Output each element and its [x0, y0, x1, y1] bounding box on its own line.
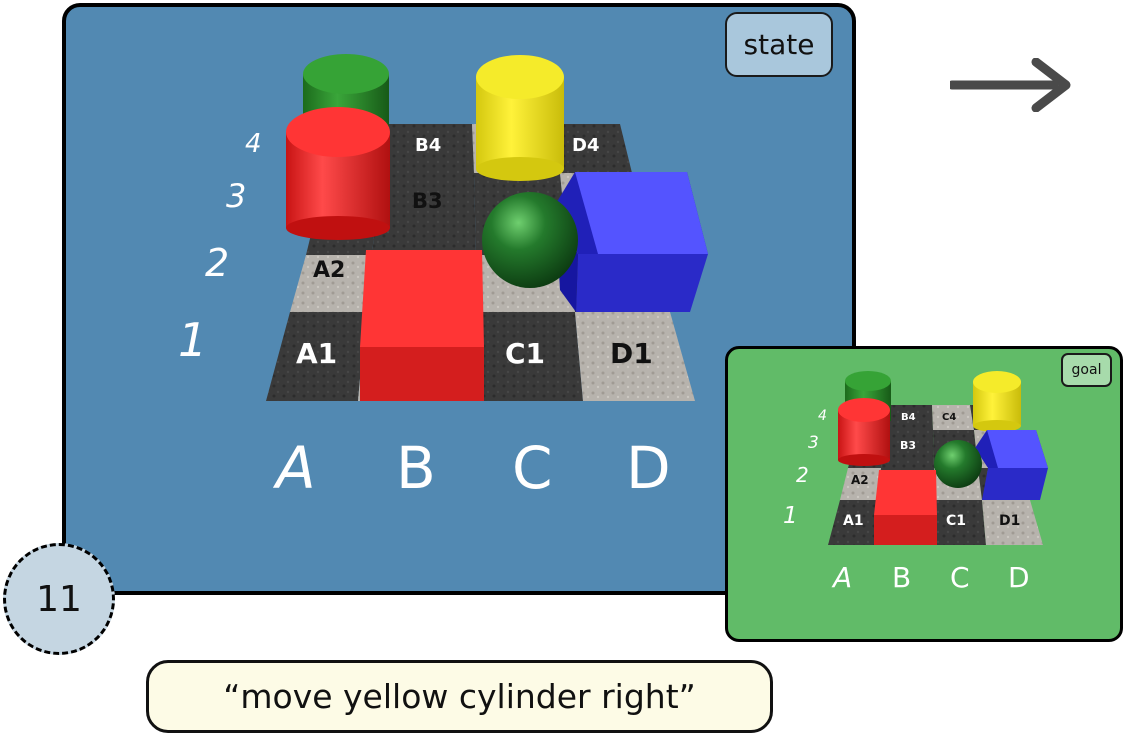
red-cylinder	[838, 398, 890, 466]
state-board: A1 C1 D1 A2 B3 B4 D4	[178, 54, 708, 502]
cell-a2	[290, 255, 372, 312]
red-cylinder	[286, 107, 390, 240]
cell-label: B4	[415, 135, 441, 156]
state-badge: state	[725, 12, 833, 77]
cell-label: C4	[942, 412, 956, 423]
red-cube	[874, 470, 937, 545]
cell-label: A2	[313, 258, 345, 283]
cell-label: A1	[843, 513, 864, 529]
cell-label: D1	[610, 337, 653, 370]
goal-badge: goal	[1061, 353, 1112, 387]
cell-d4	[552, 124, 632, 173]
column-label: B	[892, 561, 911, 594]
step-number-badge: 11	[3, 543, 115, 655]
cell-label: C1	[505, 337, 545, 370]
cell-label: B4	[901, 412, 916, 423]
cell-label: B3	[412, 189, 443, 213]
row-label: 1	[783, 503, 798, 529]
column-label: D	[1008, 561, 1030, 594]
arrow-right-icon[interactable]	[950, 58, 1074, 112]
cell-label: A2	[851, 473, 869, 487]
goal-board: A1 C1 D1 A2 B3 B4 C4	[783, 371, 1048, 594]
cell-a2	[840, 468, 881, 500]
cell-d1	[575, 312, 695, 401]
cell-c1	[935, 500, 986, 545]
row-label: 1	[178, 313, 207, 367]
cell-a1	[266, 312, 366, 401]
cell-label: A1	[296, 337, 337, 370]
cell-label: C1	[946, 513, 966, 529]
column-label: B	[396, 434, 436, 502]
column-label: C	[512, 434, 553, 502]
cell-b3	[372, 173, 476, 255]
blue-cube	[975, 430, 1048, 500]
yellow-cylinder	[476, 55, 564, 181]
column-label: A	[831, 561, 852, 594]
cell-b4	[380, 124, 474, 173]
cell-a1	[828, 500, 878, 545]
row-label: 2	[796, 463, 809, 487]
cell-label: D4	[572, 135, 599, 156]
cell-d1	[982, 500, 1043, 545]
row-label: 2	[205, 241, 229, 285]
row-label: 3	[808, 433, 819, 453]
red-cube	[360, 250, 484, 401]
row-label: 3	[226, 177, 246, 215]
cell-label: B3	[900, 439, 916, 452]
column-label: C	[950, 561, 970, 594]
cell-b3	[881, 430, 934, 468]
column-label: D	[626, 434, 671, 502]
cell-c1	[478, 312, 583, 401]
cell-label: D1	[999, 513, 1020, 529]
green-sphere	[934, 440, 982, 488]
column-label: A	[272, 434, 316, 502]
cell-b4	[885, 405, 933, 430]
green-sphere	[482, 192, 578, 288]
row-label: 4	[245, 129, 262, 159]
blue-cube	[555, 172, 708, 312]
cell-c4	[932, 405, 974, 430]
yellow-cylinder	[973, 371, 1021, 432]
row-label: 4	[818, 408, 827, 424]
instruction-text: “move yellow cylinder right”	[146, 660, 773, 733]
